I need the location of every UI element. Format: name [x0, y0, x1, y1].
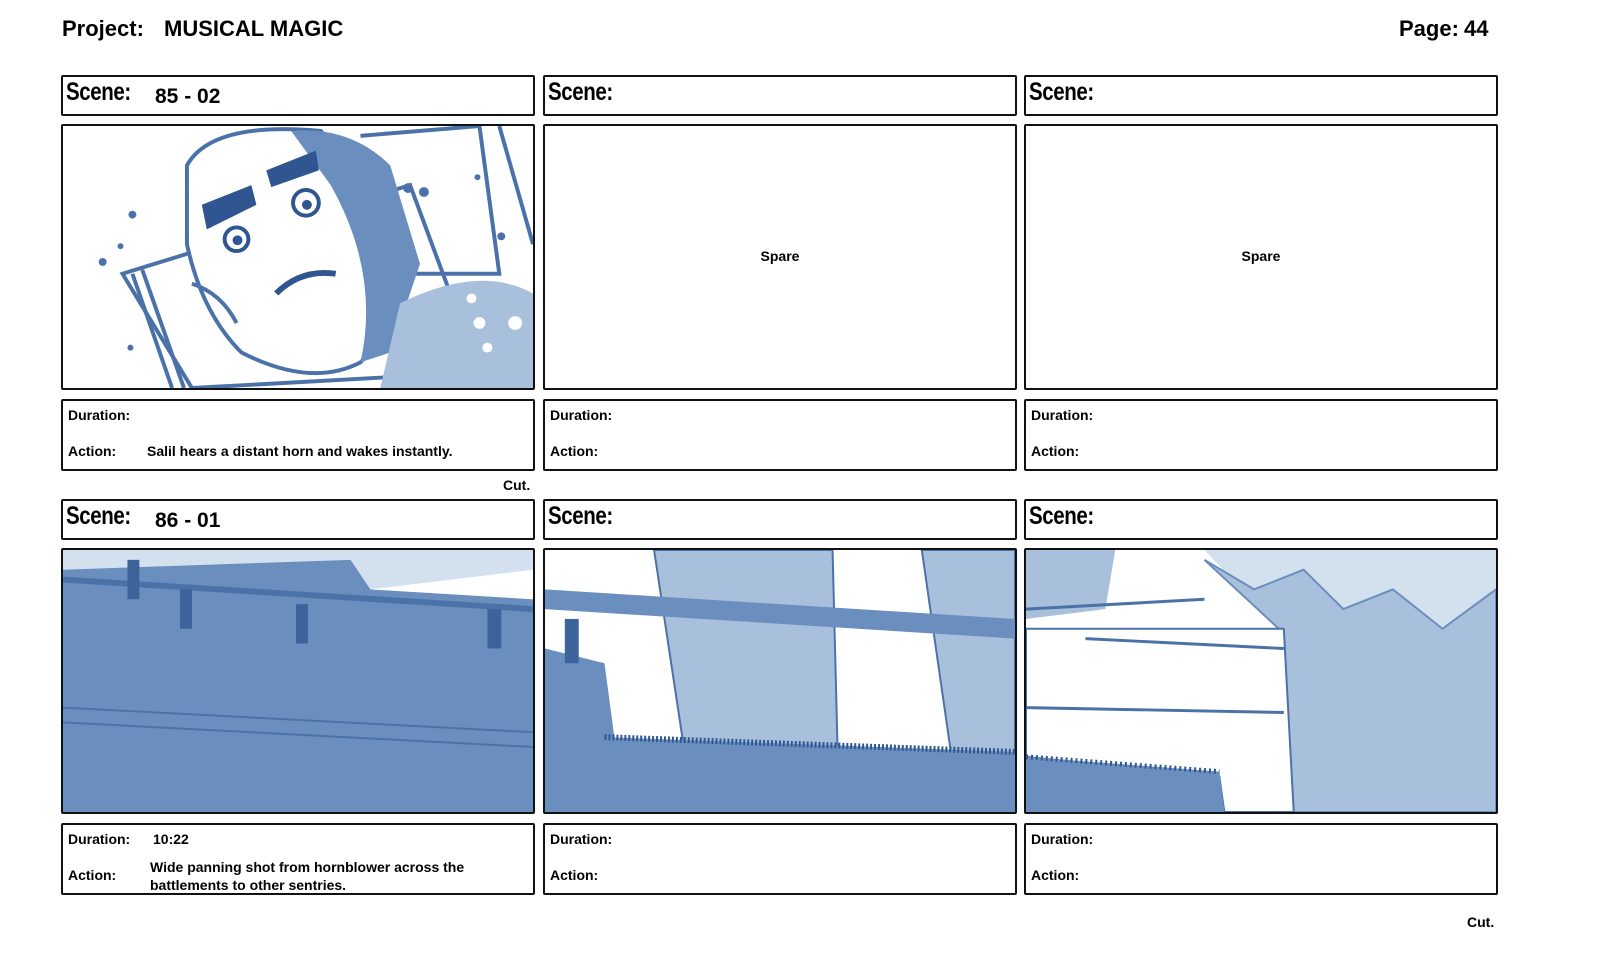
action-label: Action:	[1031, 443, 1080, 459]
sketch-battlements-left	[63, 550, 533, 812]
scene-header: Scene: 86 - 01	[61, 499, 535, 540]
storyboard-frame-salil	[61, 124, 535, 390]
scene-header: Scene:	[1024, 75, 1498, 116]
panel-notes: Duration: Action:	[543, 823, 1017, 895]
storyboard-frame-battlements	[543, 548, 1017, 814]
duration-value: 10:22	[153, 831, 189, 847]
panel-notes: Duration: Action:	[543, 399, 1017, 471]
spare-label: Spare	[760, 248, 800, 264]
sketch-salil-waking	[98, 126, 533, 388]
transition-label: Cut.	[1467, 914, 1495, 930]
scene-label: Scene:	[548, 78, 613, 106]
scene-label: Scene:	[1029, 78, 1094, 106]
panel-notes: Duration: Action:	[1024, 399, 1498, 471]
action-label: Action:	[68, 867, 117, 883]
sketch-battlements-right	[1026, 550, 1496, 812]
scene-label: Scene:	[66, 502, 131, 530]
action-label: Action:	[550, 867, 599, 883]
storyboard-frame-battlements	[61, 548, 535, 814]
scene-header: Scene: 85 - 02	[61, 75, 535, 116]
page-number: 44	[1464, 16, 1489, 41]
storyboard-frame-spare: Spare	[543, 124, 1017, 390]
scene-number: 86 - 01	[155, 509, 221, 532]
duration-label: Duration:	[550, 831, 613, 847]
panel-notes: Duration: Action:	[1024, 823, 1498, 895]
scene-label: Scene:	[66, 78, 131, 106]
scene-label: Scene:	[1029, 502, 1094, 530]
sketch-battlements-middle	[545, 550, 1015, 812]
action-label: Action:	[550, 443, 599, 459]
spare-label: Spare	[1241, 248, 1281, 264]
scene-header: Scene:	[543, 499, 1017, 540]
panel-notes: Duration: Action: Salil hears a distant …	[61, 399, 535, 471]
action-text: Wide panning shot from hornblower across…	[150, 859, 465, 893]
page-label: Page:	[1399, 16, 1459, 41]
scene-header: Scene:	[543, 75, 1017, 116]
storyboard-frame-spare: Spare	[1024, 124, 1498, 390]
project-label: Project:	[62, 16, 144, 41]
scene-header: Scene:	[1024, 499, 1498, 540]
scene-label: Scene:	[548, 502, 613, 530]
duration-label: Duration:	[1031, 831, 1094, 847]
duration-label: Duration:	[550, 407, 613, 423]
action-label: Action:	[68, 443, 117, 459]
duration-label: Duration:	[68, 407, 131, 423]
panel-notes: Duration: 10:22 Action: Wide panning sho…	[61, 823, 535, 895]
transition-label: Cut.	[503, 477, 531, 493]
scene-number: 85 - 02	[155, 85, 221, 108]
duration-label: Duration:	[68, 831, 131, 847]
duration-label: Duration:	[1031, 407, 1094, 423]
project-name: MUSICAL MAGIC	[164, 16, 344, 41]
action-label: Action:	[1031, 867, 1080, 883]
storyboard-frame-battlements	[1024, 548, 1498, 814]
action-text: Salil hears a distant horn and wakes ins…	[147, 443, 453, 459]
